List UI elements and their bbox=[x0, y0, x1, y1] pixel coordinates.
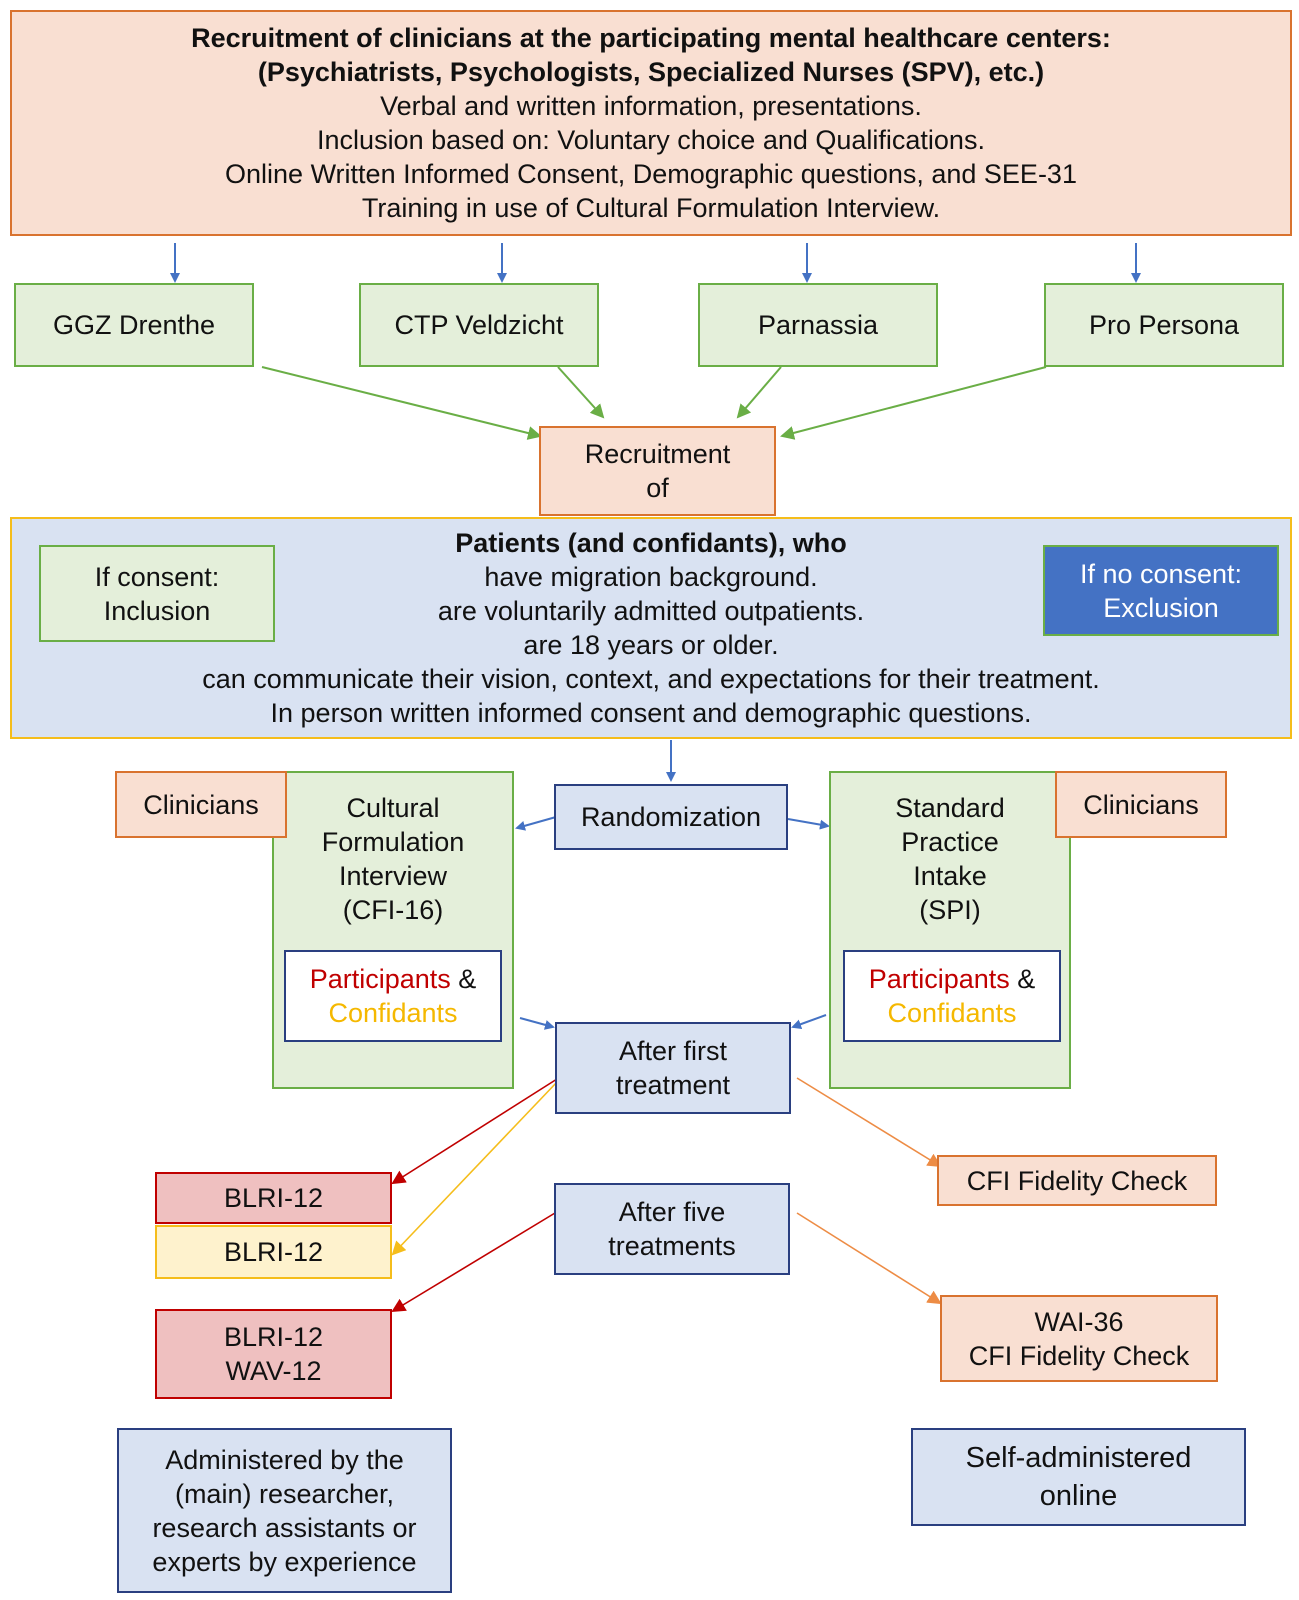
center-ggz-drenthe-label: GGZ Drenthe bbox=[52, 310, 216, 340]
arrow-cfi-afterfirst bbox=[519, 1017, 555, 1030]
confidants-text-cfi: Confidants bbox=[328, 998, 458, 1028]
center-ctp-veldzicht-label: CTP Veldzicht bbox=[394, 310, 564, 340]
center-parnassia: Parnassia bbox=[698, 283, 938, 367]
recruitment-of-box: Recruitment of bbox=[539, 426, 776, 516]
arrow-ctp-recruitment bbox=[557, 366, 605, 419]
patients-line-5: In person written informed consent and d… bbox=[270, 698, 1032, 728]
wai-fidelity-box: WAI-36 CFI Fidelity Check bbox=[940, 1295, 1218, 1382]
recruitment-of-line-1: Recruitment bbox=[584, 439, 731, 469]
center-pro-persona: Pro Persona bbox=[1044, 283, 1284, 367]
arrow-afterfive-blrl-wav bbox=[391, 1212, 556, 1313]
ampersand-spi: & bbox=[1009, 964, 1036, 994]
participants-confidants-line-1-spi: Participants & bbox=[869, 962, 1036, 996]
after-first-treatment-box: After first treatment bbox=[555, 1022, 791, 1114]
confidants-text-spi: Confidants bbox=[887, 998, 1017, 1028]
consent-line-1: If consent: bbox=[94, 561, 220, 592]
no-consent-line-2: Exclusion bbox=[1103, 592, 1219, 623]
patients-line-3: are 18 years or older. bbox=[523, 630, 779, 660]
clinicians-left-text: Clinicians bbox=[143, 789, 259, 820]
clinicians-label-right: Clinicians bbox=[1055, 771, 1227, 838]
blrl-wav-line-1: BLRI-12 bbox=[223, 1322, 324, 1352]
arrow-spi-afterfirst bbox=[791, 1014, 827, 1029]
arrow-afterfirst-blrl-yellow bbox=[391, 1081, 558, 1256]
administered-by-researcher-box: Administered by the (main) researcher, r… bbox=[117, 1428, 452, 1593]
spi-arm-line-1: Standard bbox=[895, 793, 1005, 823]
spi-arm-line-4: (SPI) bbox=[919, 895, 981, 925]
center-pro-persona-label: Pro Persona bbox=[1088, 310, 1240, 340]
header-line-3: Verbal and written information, presenta… bbox=[380, 91, 922, 121]
wai-line-2: CFI Fidelity Check bbox=[968, 1340, 1190, 1371]
clinicians-label-left: Clinicians bbox=[115, 771, 287, 838]
cfi-fidelity-label: CFI Fidelity Check bbox=[966, 1165, 1188, 1196]
consent-line-2: Inclusion bbox=[103, 595, 211, 626]
arrow-randomization-spi bbox=[787, 818, 830, 830]
blrl-confidants-box: BLRI-12 bbox=[155, 1225, 392, 1279]
cfi-arm-line-1: Cultural bbox=[346, 793, 440, 823]
header-line-1: Recruitment of clinicians at the partici… bbox=[191, 23, 1111, 53]
no-consent-line-1: If no consent: bbox=[1079, 558, 1243, 589]
arrow-ggz-recruitment bbox=[261, 366, 542, 440]
center-ctp-veldzicht: CTP Veldzicht bbox=[359, 283, 599, 367]
header-line-5: Online Written Informed Consent, Demogra… bbox=[225, 159, 1077, 189]
header-line-6: Training in use of Cultural Formulation … bbox=[361, 193, 941, 223]
arrow-randomization-cfi bbox=[515, 816, 557, 831]
administered-line-1: Administered by the bbox=[165, 1444, 404, 1475]
participants-confidants-box-spi: Participants & Confidants bbox=[843, 950, 1061, 1042]
cfi-arm-line-2: Formulation bbox=[321, 827, 465, 857]
spi-arm-line-2: Practice bbox=[901, 827, 999, 857]
wai-line-1: WAI-36 bbox=[1034, 1306, 1124, 1337]
header-line-4: Inclusion based on: Voluntary choice and… bbox=[317, 125, 985, 155]
blrl-participants-box: BLRI-12 bbox=[155, 1172, 392, 1224]
arrow-afterfive-wai bbox=[796, 1212, 942, 1305]
randomization-label: Randomization bbox=[580, 802, 762, 832]
administered-line-3: research assistants or bbox=[152, 1512, 417, 1543]
participants-text-spi: Participants bbox=[868, 964, 1010, 994]
administered-line-2: (main) researcher, bbox=[174, 1478, 395, 1509]
clinicians-right-text: Clinicians bbox=[1083, 789, 1199, 820]
after-five-line-2: treatments bbox=[608, 1231, 736, 1261]
administered-line-4: experts by experience bbox=[152, 1546, 417, 1577]
arrow-afterfirst-blrl-red bbox=[391, 1078, 558, 1185]
participants-confidants-line-1-cfi: Participants & bbox=[310, 962, 477, 996]
blrl-participants-label: BLRI-12 bbox=[223, 1183, 324, 1213]
patients-line-2: are voluntarily admitted outpatients. bbox=[437, 596, 865, 626]
center-ggz-drenthe: GGZ Drenthe bbox=[14, 283, 254, 367]
blrl-confidants-label: BLRI-12 bbox=[223, 1237, 324, 1267]
after-first-line-2: treatment bbox=[615, 1070, 731, 1100]
randomization-box: Randomization bbox=[554, 784, 788, 850]
after-five-treatments-box: After five treatments bbox=[554, 1183, 790, 1275]
no-consent-exclusion-box: If no consent: Exclusion bbox=[1043, 545, 1279, 636]
header-line-2: (Psychiatrists, Psychologists, Specializ… bbox=[257, 57, 1045, 87]
blrl-wav-line-2: WAV-12 bbox=[225, 1356, 322, 1386]
self-administered-line-2: online bbox=[1039, 1480, 1118, 1512]
recruitment-of-line-2: of bbox=[646, 473, 669, 503]
self-administered-line-1: Self-administered bbox=[965, 1442, 1192, 1474]
participants-text-cfi: Participants bbox=[309, 964, 451, 994]
self-administered-box: Self-administered online bbox=[911, 1428, 1246, 1526]
ampersand-cfi: & bbox=[450, 964, 477, 994]
consent-inclusion-box: If consent: Inclusion bbox=[39, 545, 275, 642]
patients-line-4: can communicate their vision, context, a… bbox=[202, 664, 1100, 694]
cfi-arm-line-3: Interview bbox=[338, 861, 448, 891]
clinician-recruitment-box: Recruitment of clinicians at the partici… bbox=[10, 10, 1292, 236]
after-first-line-1: After first bbox=[618, 1036, 727, 1066]
arrow-propersona-recruitment bbox=[780, 366, 1047, 440]
arrow-afterfirst-fidelity bbox=[796, 1077, 942, 1168]
spi-arm-line-3: Intake bbox=[913, 861, 987, 891]
center-parnassia-label: Parnassia bbox=[757, 310, 879, 340]
blrl-wav-box: BLRI-12 WAV-12 bbox=[155, 1309, 392, 1399]
patients-title: Patients (and confidants), who bbox=[455, 528, 847, 558]
patients-line-1: have migration background. bbox=[484, 562, 818, 592]
cfi-arm-line-4: (CFI-16) bbox=[342, 895, 444, 925]
after-five-line-1: After five bbox=[618, 1197, 726, 1227]
arrow-parnassia-recruitment bbox=[736, 366, 782, 419]
participants-confidants-box-cfi: Participants & Confidants bbox=[284, 950, 502, 1042]
cfi-fidelity-check-box: CFI Fidelity Check bbox=[937, 1155, 1217, 1206]
